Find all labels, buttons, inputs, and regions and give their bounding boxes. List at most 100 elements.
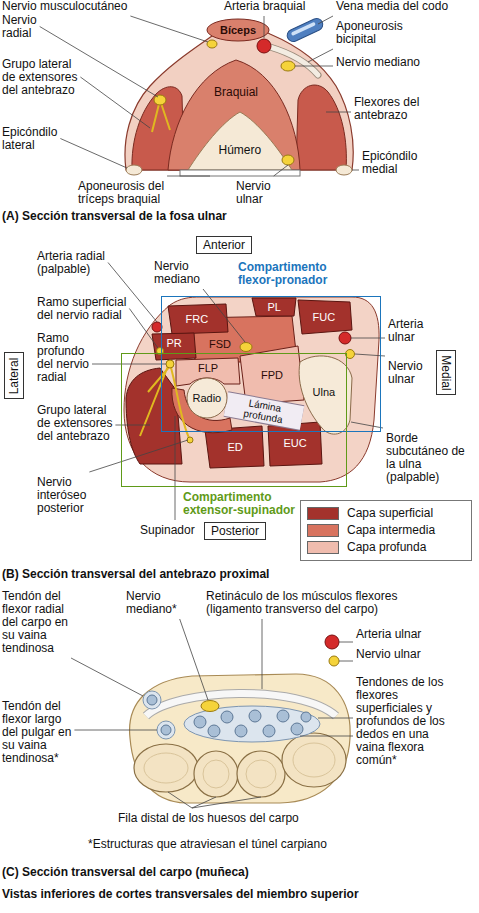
muscle-abbreviation: EUC: [284, 437, 307, 449]
direction-box: Medial: [436, 350, 456, 395]
leader-line: [352, 170, 359, 171]
nerve: [282, 155, 294, 165]
legend-swatch: [307, 524, 339, 537]
direction-label: Medial: [439, 355, 453, 390]
part-label: Aponeurosis bicipital: [336, 20, 418, 46]
leader-line: [92, 364, 166, 365]
leader-line: [180, 619, 208, 700]
nerve: [329, 656, 339, 666]
legend-row: Capa superficial: [307, 505, 465, 522]
leader-line: [351, 338, 385, 339]
muscle-abbreviation: FSD: [209, 338, 231, 350]
part-label: Tendón del flexor radial del carpo en su…: [2, 590, 74, 655]
leader-line: [264, 16, 265, 38]
part-label: Nervio radial: [2, 14, 50, 40]
skin-outline: [125, 26, 353, 170]
bicipital-aponeurosis: [270, 47, 318, 75]
bone-label: Radio: [193, 392, 222, 404]
muscle-abbreviation: FUC: [313, 311, 336, 323]
muscle: [168, 304, 228, 334]
leader-line: [80, 77, 150, 128]
part-label: Grupo lateral de extensores del antebraz…: [37, 404, 117, 443]
nerve: [281, 61, 295, 71]
direction-label: Lateral: [7, 357, 21, 394]
skin-outline: [130, 674, 351, 803]
direction-label: Anterior: [203, 238, 245, 252]
leader-line: [71, 658, 143, 696]
leader-line: [192, 797, 261, 808]
leader-line: [74, 730, 157, 731]
nerve: [240, 343, 252, 352]
part-label: Tendón del flexor largo del pulgar en su…: [2, 700, 80, 765]
legend-row: Capa profunda: [307, 539, 465, 556]
muscle-abbreviation: ED: [228, 441, 243, 453]
tendon: [235, 725, 247, 737]
figure-caption: Vistas inferiores de cortes transversale…: [2, 888, 476, 901]
humerus-bone: [188, 112, 292, 170]
muscle-abbreviation: FRC: [186, 313, 209, 325]
nerve: [166, 360, 174, 368]
muscle-abbreviation: PR: [167, 337, 182, 349]
brachialis-muscle: [168, 60, 300, 170]
muscle-abbreviation: FPD: [261, 369, 283, 381]
leader-line: [60, 139, 127, 169]
part-label: Arteria braquial: [224, 0, 319, 13]
part-label: Tendones de los flexores superficiales y…: [356, 676, 456, 767]
part-label: Arteria ulnar: [388, 318, 438, 344]
direction-label: Posterior: [211, 524, 259, 538]
epicondyle: [336, 165, 352, 175]
part-label: Vena media del codo: [336, 0, 476, 13]
flexor-retinaculum: [146, 693, 336, 716]
muscle: [298, 300, 352, 334]
part-label: Retináculo de los músculos flexores (lig…: [206, 590, 416, 616]
compartment-heading: Compartimento flexor-pronador: [238, 261, 356, 287]
tendon-sheath: [157, 721, 175, 739]
nerve: [154, 95, 166, 105]
part-label: Supinador: [140, 524, 200, 537]
artery: [325, 635, 339, 649]
leader-line: [300, 736, 353, 737]
muscle-label: Bíceps: [220, 24, 256, 36]
tendon: [147, 695, 157, 705]
tendon: [161, 725, 171, 735]
nerve: [207, 40, 217, 48]
part-label: Epicóndilo medial: [362, 150, 442, 176]
part-label: Arteria ulnar: [356, 628, 476, 641]
part-label: Grupo lateral de extensores del antebraz…: [2, 58, 82, 97]
muscle: [252, 298, 296, 316]
compartment-box: Compartimento extensor-supinador: [121, 353, 347, 487]
carpal-bone: [237, 751, 285, 797]
flexor-retinaculum: [146, 693, 336, 716]
tendon-sheath: [184, 706, 320, 742]
legend-label: Capa intermedia: [347, 524, 435, 537]
carpal-bone: [134, 744, 198, 792]
part-label: Borde subcutáneo de la ulna (palpable): [386, 432, 474, 484]
part-label: Arteria radial (palpable): [37, 250, 121, 276]
part-label: Nervio ulnar: [388, 360, 438, 386]
leader-line: [262, 619, 263, 689]
part-label: Nervio mediano: [154, 260, 204, 286]
leader-line: [339, 661, 353, 662]
section-heading: (C) Sección transversal del carpo (muñec…: [2, 866, 472, 879]
biceps-muscle: [207, 19, 269, 41]
tendon: [301, 712, 311, 722]
part-label: Nervio musculocutáneo: [2, 0, 156, 13]
bicipital-aponeurosis: [270, 47, 318, 75]
compartment-heading: Compartimento extensor-supinador: [183, 491, 308, 517]
direction-box: Lateral: [4, 352, 24, 399]
part-label: Nervio mediano: [336, 56, 476, 69]
legend-box: Capa superficialCapa intermediaCapa prof…: [300, 500, 472, 561]
muscle: [152, 333, 196, 360]
bone-label: Húmero: [219, 144, 262, 157]
vein: [285, 17, 325, 44]
carpal-bone: [194, 751, 238, 797]
tendon: [249, 710, 261, 722]
tendon: [194, 716, 206, 728]
carpal-bone: [203, 760, 229, 788]
leader-line: [351, 422, 383, 428]
part-label: Nervio ulnar: [356, 648, 476, 661]
nerve: [201, 701, 219, 712]
artery: [339, 332, 351, 344]
carpal-bone: [282, 733, 346, 787]
